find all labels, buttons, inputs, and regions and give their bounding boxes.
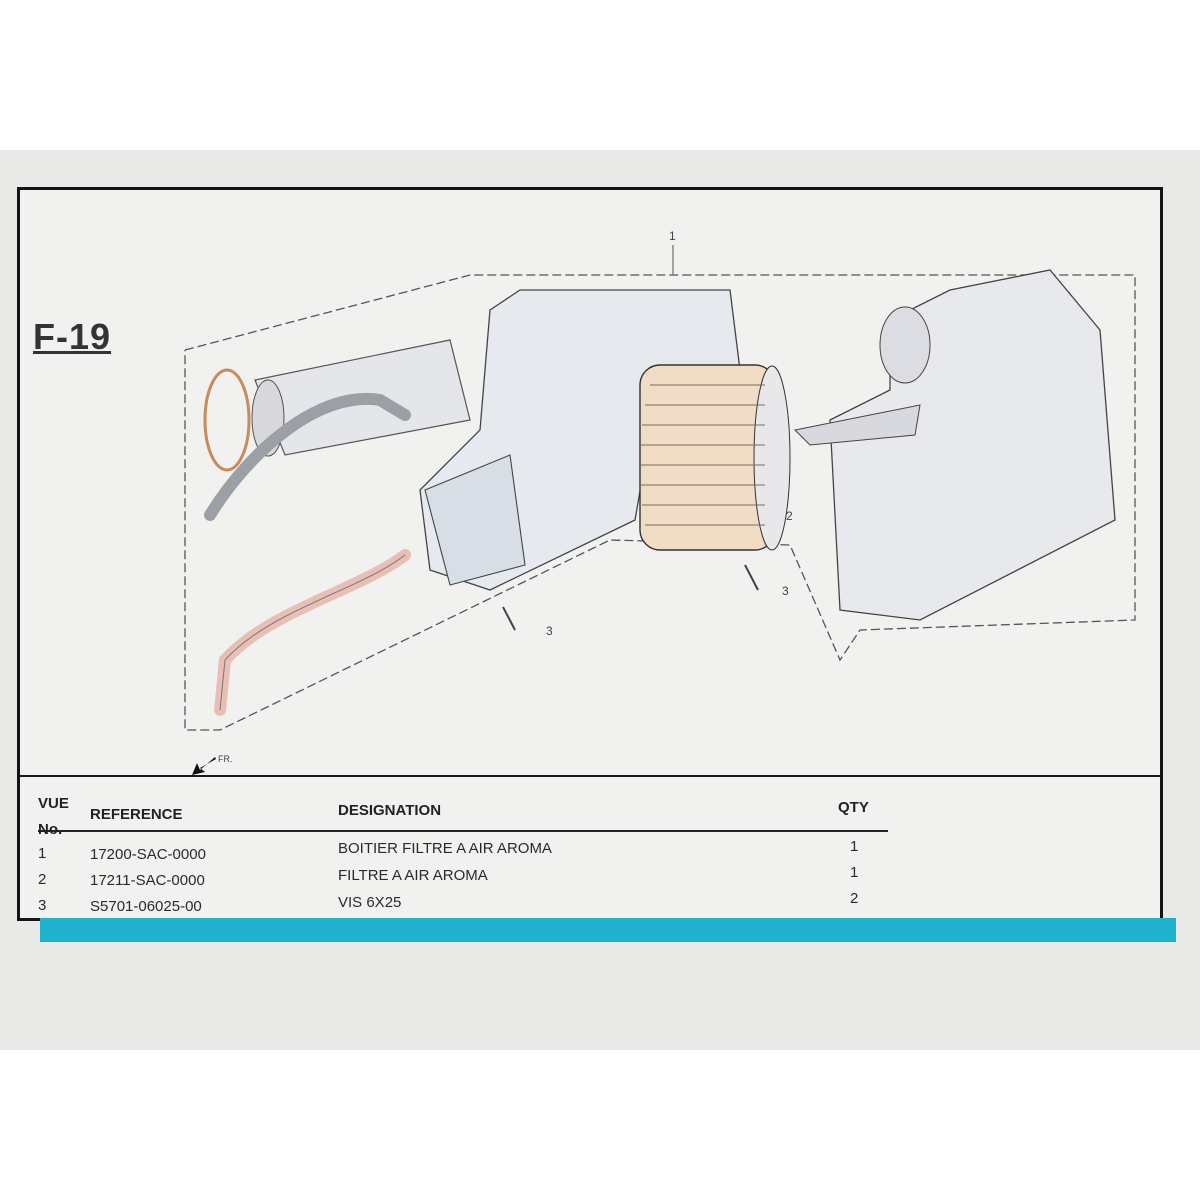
intake-snorkel: [879, 306, 931, 384]
callout-1: 1: [669, 229, 676, 243]
col-header-reference: REFERENCE: [90, 806, 183, 823]
col-header-no: No.: [38, 821, 62, 838]
row-vue: 1: [38, 845, 47, 862]
exploded-parts-diagram: 1 2 3 3 FR.: [184, 229, 1136, 775]
row-qty: 2: [850, 890, 859, 907]
table-top-divider: [20, 775, 1160, 777]
parts-catalog-panel: F-19: [17, 187, 1163, 921]
drain-hose: [214, 549, 411, 716]
row-reference: 17211-SAC-0000: [90, 872, 205, 889]
row-vue: 2: [38, 871, 47, 888]
breather-hose: [204, 392, 411, 521]
row-reference: 17200-SAC-0000: [90, 846, 206, 863]
row-reference: S5701-06025-00: [90, 898, 202, 915]
callout-3b: 3: [782, 584, 789, 598]
row-qty: 1: [850, 838, 859, 855]
accent-bar: [40, 918, 1176, 942]
col-header-designation: DESIGNATION: [338, 802, 442, 819]
hose-clamp: [203, 368, 251, 472]
page-title: F-19: [33, 316, 112, 357]
row-designation: FILTRE A AIR AROMA: [338, 867, 488, 884]
header-underline: [38, 830, 888, 832]
col-header-qty: QTY: [838, 799, 869, 816]
row-vue: 3: [38, 897, 47, 914]
bolt-icon: [502, 564, 759, 631]
assembly-outline: [184, 274, 1136, 731]
row-qty: 1: [850, 864, 859, 881]
callout-2: 2: [786, 509, 793, 523]
row-designation: VIS 6X25: [338, 894, 402, 911]
front-direction-arrow-icon: [192, 757, 216, 775]
col-header-vue: VUE: [38, 795, 69, 812]
air-box-cover: [829, 269, 1116, 621]
row-designation: BOITIER FILTRE A AIR AROMA: [338, 840, 552, 857]
direction-label: FR.: [218, 754, 233, 764]
callout-3a: 3: [546, 624, 553, 638]
air-filter-element: [639, 364, 791, 551]
